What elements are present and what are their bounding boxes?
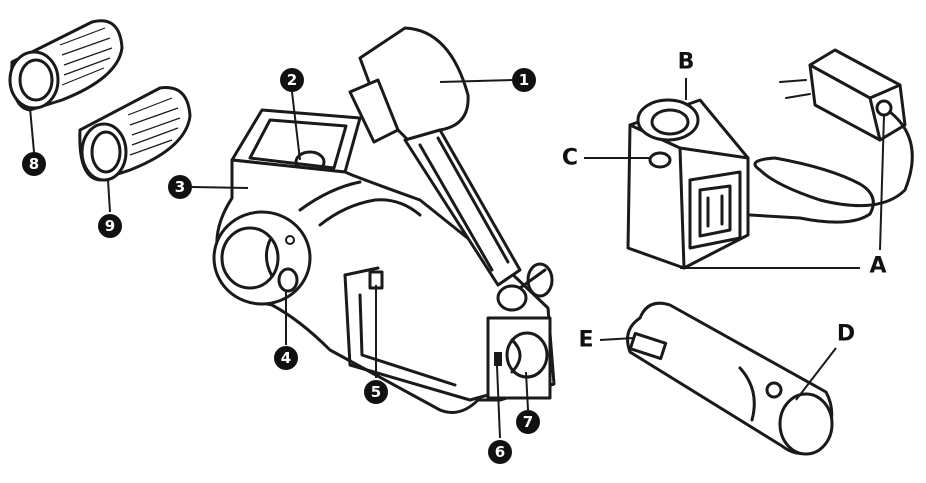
leader-lines — [29, 78, 885, 439]
callout-e-label: E — [578, 328, 593, 353]
callout-9-label: 9 — [105, 217, 115, 235]
callout-8: 8 — [22, 152, 46, 176]
callout-7: 7 — [516, 410, 540, 434]
callout-a-label: A — [869, 254, 886, 279]
callout-9: 9 — [98, 214, 122, 238]
callout-6-label: 6 — [495, 443, 505, 461]
callout-8-label: 8 — [29, 155, 39, 173]
callout-7-label: 7 — [523, 413, 533, 431]
callout-5-label: 5 — [371, 383, 381, 401]
callout-4: 4 — [274, 346, 298, 370]
callout-1-label: 1 — [519, 71, 529, 89]
callout-5: 5 — [364, 380, 388, 404]
grater-drum-large — [8, 19, 124, 112]
callout-6: 6 — [488, 440, 512, 464]
handle-stick — [626, 301, 834, 456]
power-adapter — [748, 48, 914, 224]
callout-3-label: 3 — [175, 178, 185, 196]
callout-1: 1 — [512, 68, 536, 92]
callout-2: 2 — [280, 68, 304, 92]
grater-body — [212, 108, 556, 414]
callout-b-label: B — [678, 50, 695, 75]
callout-4-label: 4 — [281, 349, 291, 367]
callout-c-label: C — [562, 146, 578, 171]
pusher-lever — [348, 26, 554, 312]
callout-d-label: D — [837, 322, 855, 347]
holder-unit — [626, 98, 750, 270]
callout-2-label: 2 — [287, 71, 297, 89]
callout-3: 3 — [168, 175, 192, 199]
grater-drum-small — [78, 86, 192, 182]
